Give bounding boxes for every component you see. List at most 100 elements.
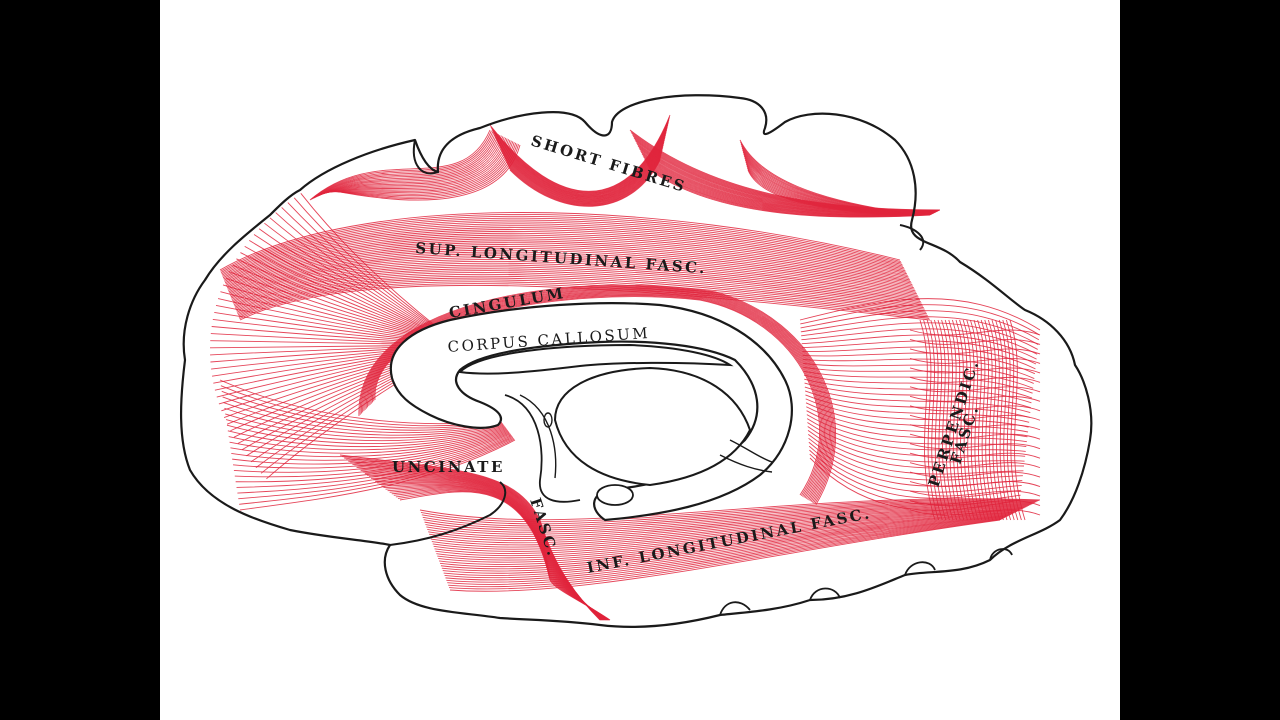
fibre-line (313, 132, 497, 199)
fibre-line (803, 374, 1033, 399)
fibre-line (803, 370, 1033, 394)
sup-longitudinal-fasc (219, 212, 931, 321)
fibre-line (227, 427, 506, 448)
fibre-line (323, 139, 511, 194)
lower-frontal-fan (219, 379, 516, 511)
fibre-bundles (210, 114, 1041, 621)
fibre-line (909, 433, 1041, 440)
inf-longitudinal-fasc (419, 498, 1041, 592)
fibre-line (428, 505, 1030, 540)
fibre-line (505, 149, 663, 204)
fibre-line (309, 129, 491, 201)
fibre-line (909, 339, 1041, 345)
fibre-line (449, 518, 1002, 590)
fibre-line (221, 217, 903, 275)
fibre-line (445, 516, 1007, 581)
fibre-line (801, 334, 1037, 360)
fibre-line (239, 438, 515, 505)
fibre-line (909, 414, 1041, 421)
fibre-line (449, 519, 1001, 592)
fibre-line (238, 437, 514, 500)
fibre-line (909, 348, 1041, 355)
fibre-line (809, 449, 1022, 499)
short-fibres-left (309, 129, 521, 201)
fibre-line (909, 329, 1041, 336)
fibre-line (231, 253, 917, 299)
fibre-line (229, 429, 508, 454)
fibre-line (223, 225, 906, 280)
fibre-line (504, 148, 664, 203)
fibre-line (429, 505, 1028, 542)
fibre-line (1002, 319, 1019, 521)
fibre-line (228, 428, 507, 451)
fibre-line (805, 402, 1029, 433)
sulcus-notch (412, 139, 439, 175)
fibre-line (923, 319, 940, 521)
fibre-line (438, 511, 1016, 563)
fibre-line (236, 436, 513, 488)
fibre-line (941, 319, 958, 521)
fibre-line (909, 462, 1041, 469)
fibre-line (315, 134, 499, 198)
fibre-line (385, 485, 608, 621)
fibre-line (909, 405, 1041, 412)
fibre-line (229, 247, 915, 295)
fibre-line (930, 319, 947, 521)
fibre-line (222, 221, 904, 277)
fibre-line (236, 272, 925, 312)
fibre-line (977, 319, 994, 521)
fibre-line (224, 230, 908, 284)
fibre-line (325, 141, 514, 194)
fibre-line (437, 511, 1017, 561)
fibre-line (807, 430, 1025, 469)
fibre-line (433, 508, 1022, 552)
fibre-line (424, 502, 1034, 531)
fibre-line (239, 439, 516, 511)
fibre-line (804, 382, 1031, 409)
fibre-line (422, 500, 1037, 527)
fibre-line (362, 287, 833, 503)
fibre-line (807, 426, 1025, 463)
fibre-line (443, 515, 1009, 576)
fibre-line (311, 131, 494, 200)
fibre-line (439, 512, 1015, 565)
fibre-line (800, 316, 1039, 345)
fibre-line (399, 491, 611, 621)
fibre-line (507, 154, 662, 206)
fibre-line (234, 434, 512, 478)
fibre-line (220, 214, 901, 272)
fibre-line (747, 169, 901, 217)
fibre-line (804, 386, 1031, 414)
fibre-line (806, 410, 1027, 443)
fibre-line (431, 507, 1025, 548)
fibre-line (314, 133, 498, 198)
fibre-line (909, 424, 1041, 431)
short-fibres-far-right (739, 139, 901, 217)
fibre-line (420, 499, 1039, 523)
fibre-line (320, 137, 507, 196)
fibre-line (327, 142, 517, 197)
fibre-line (224, 229, 908, 282)
fibre-line (238, 279, 928, 317)
fornix-inner (519, 394, 557, 479)
thalamus-outline (553, 366, 752, 487)
inferior-gyri (719, 548, 1013, 616)
fibre-line (383, 484, 608, 621)
fibre-line (436, 510, 1019, 559)
fibre-line (310, 130, 492, 200)
fibre-line (909, 367, 1041, 374)
fibre-line (503, 146, 664, 203)
fibre-line (225, 232, 909, 285)
fibre-line (444, 515, 1008, 579)
brain-fibres-diagram: SHORT FIBRES SUP. LONGITUDINAL FASC. CIN… (179, 94, 1093, 629)
fibre-line (318, 136, 504, 197)
fibre-line (239, 283, 930, 320)
fibre-line (232, 431, 510, 465)
fibre-line (235, 435, 512, 483)
fibre-line (322, 139, 509, 195)
fibre-line (237, 277, 927, 316)
fibre-line (805, 394, 1030, 423)
fibre-line (909, 471, 1041, 478)
fibre-line (966, 319, 983, 521)
fibre-line (803, 366, 1034, 389)
